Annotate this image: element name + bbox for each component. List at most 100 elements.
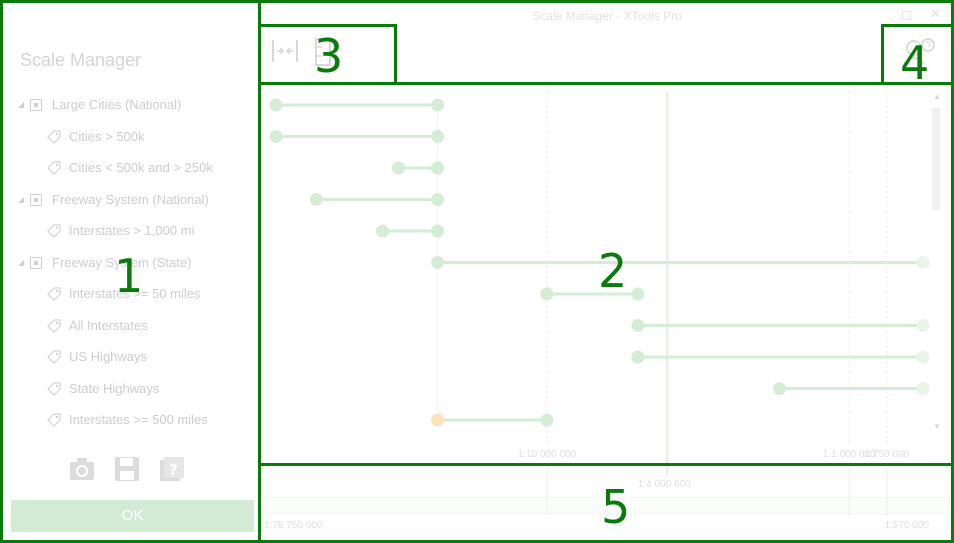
current-scale-label: 1:4 000 000 <box>638 479 691 490</box>
range-handle-start[interactable] <box>431 413 445 427</box>
range-handle-start[interactable] <box>391 161 405 175</box>
scroll-down-icon[interactable]: ▼ <box>933 422 941 431</box>
camera-icon[interactable] <box>69 456 95 482</box>
zone-box-4 <box>881 24 954 85</box>
range-handle-end[interactable] <box>431 98 445 112</box>
axis-tick-label: 1:1 000 000 <box>823 449 876 460</box>
scroll-up-icon[interactable]: ▲ <box>933 92 941 101</box>
tree-group-row[interactable]: ◢ Freeway System (State) <box>0 253 250 275</box>
overview-max-label: 1:570 000 <box>885 520 930 531</box>
tag-icon <box>47 381 61 396</box>
tree-item-label: Interstates >= 50 miles <box>69 286 201 301</box>
tree-layer-row[interactable]: Interstates > 1,000 mi <box>0 221 250 243</box>
axis-tick-label: 1:750 000 <box>865 449 910 460</box>
zone-label-5: 5 <box>601 480 631 534</box>
zone-label-4: 4 <box>900 36 930 90</box>
tree-layer-row[interactable]: Cities < 500k and > 250k <box>0 158 250 180</box>
tree-item-label: Cities > 500k <box>69 128 145 144</box>
group-layer-icon <box>30 256 42 269</box>
tag-icon <box>47 318 61 333</box>
save-icon[interactable] <box>114 456 140 482</box>
tag-icon <box>47 161 61 175</box>
range-handle-end[interactable] <box>916 350 930 364</box>
range-handle-end[interactable] <box>916 319 930 332</box>
scale-range-bar[interactable] <box>540 287 645 301</box>
tree-item-label: US Highways <box>69 349 148 364</box>
range-handle-start[interactable] <box>269 98 283 112</box>
zone-box-3 <box>258 24 397 85</box>
range-handle-end[interactable] <box>431 161 445 175</box>
expander-icon[interactable]: ◢ <box>18 257 25 267</box>
scale-overview[interactable]: 1:4 000 000 1:78 750 000 1:570 000 <box>262 466 951 540</box>
ok-button[interactable]: OK <box>11 500 254 532</box>
scale-range-bar[interactable] <box>773 382 930 395</box>
range-handle-start[interactable] <box>631 350 645 364</box>
range-handle-start[interactable] <box>773 382 787 395</box>
range-handle-end[interactable] <box>916 256 930 269</box>
fit-range-icon[interactable] <box>270 38 300 64</box>
tree-item-label: Freeway System (State) <box>52 254 192 270</box>
range-handle-end[interactable] <box>540 413 554 427</box>
app-title: Scale Manager <box>20 50 142 70</box>
tree-item-label: Interstates >= 500 miles <box>69 412 208 427</box>
tree-layer-row[interactable]: US Highways <box>0 347 250 369</box>
axis-tick-label: 1:10 000 000 <box>518 449 577 460</box>
tag-icon <box>47 129 61 144</box>
tree-layer-row[interactable]: Interstates >= 500 miles <box>0 410 250 432</box>
tree-item-label: All Interstates <box>69 317 148 333</box>
tree-item-label: Large Cities (National) <box>52 97 182 112</box>
expander-icon[interactable]: ◢ <box>18 100 25 109</box>
range-handle-start[interactable] <box>631 319 645 332</box>
scale-range-bar[interactable] <box>431 413 554 427</box>
tag-icon <box>47 287 61 301</box>
zone-box-5 <box>258 463 954 543</box>
tree-group-row[interactable]: ◢ Large Cities (National) <box>0 95 250 117</box>
tree-item-label: State Highways <box>69 380 160 396</box>
range-handle-start[interactable] <box>309 193 323 206</box>
overview-track[interactable] <box>263 497 950 515</box>
range-handle-start[interactable] <box>269 130 283 143</box>
tree-group-row[interactable]: ◢ Freeway System (National) <box>0 190 250 212</box>
scale-range-bar[interactable] <box>269 98 445 112</box>
tree-item-label: Cities < 500k and > 250k <box>69 160 213 175</box>
tree-layer-row[interactable]: State Highways <box>0 379 250 401</box>
group-layer-icon <box>30 193 42 206</box>
range-handle-end[interactable] <box>916 382 930 395</box>
tag-icon <box>47 224 61 238</box>
maximize-icon[interactable] <box>902 11 911 20</box>
tree-item-label: Interstates > 1,000 mi <box>69 223 195 238</box>
zone-label-3: 3 <box>314 29 344 83</box>
range-handle-start[interactable] <box>375 224 389 238</box>
zone-label-1: 1 <box>114 249 144 303</box>
range-handle-end[interactable] <box>431 224 445 238</box>
range-handle-end[interactable] <box>431 193 445 206</box>
svg-text:?: ? <box>169 461 178 479</box>
scale-range-bar[interactable] <box>309 193 445 206</box>
overview-min-label: 1:78 750 000 <box>264 520 323 531</box>
scale-range-bar[interactable] <box>391 161 445 175</box>
scale-range-bar[interactable] <box>269 130 445 143</box>
scale-range-bar[interactable] <box>631 350 930 364</box>
range-handle-end[interactable] <box>631 287 645 301</box>
scale-range-bar[interactable] <box>431 256 930 269</box>
range-handle-end[interactable] <box>431 130 445 143</box>
range-handle-start[interactable] <box>540 287 554 301</box>
tree-layer-row[interactable]: Cities > 500k <box>0 127 250 149</box>
help-icon[interactable] <box>900 36 940 66</box>
tree-layer-row[interactable]: All Interstates <box>0 316 250 338</box>
scrollbar-thumb[interactable] <box>932 108 940 210</box>
range-handle-start[interactable] <box>431 256 445 269</box>
group-layer-icon <box>30 99 42 111</box>
tag-icon <box>47 413 61 427</box>
layers-help-icon[interactable]: ? <box>159 456 185 482</box>
scale-range-bar[interactable] <box>375 224 445 238</box>
tree-layer-row[interactable]: Interstates >= 50 miles <box>0 284 250 306</box>
scale-column-icon[interactable] <box>312 38 334 66</box>
window-title: Scale Manager - XTools Pro <box>532 9 682 23</box>
zone-label-2: 2 <box>598 244 628 298</box>
close-icon[interactable]: ✕ <box>930 6 941 21</box>
scale-range-bar[interactable] <box>631 319 930 332</box>
tree-item-label: Freeway System (National) <box>52 191 209 207</box>
expander-icon[interactable]: ◢ <box>18 194 25 204</box>
